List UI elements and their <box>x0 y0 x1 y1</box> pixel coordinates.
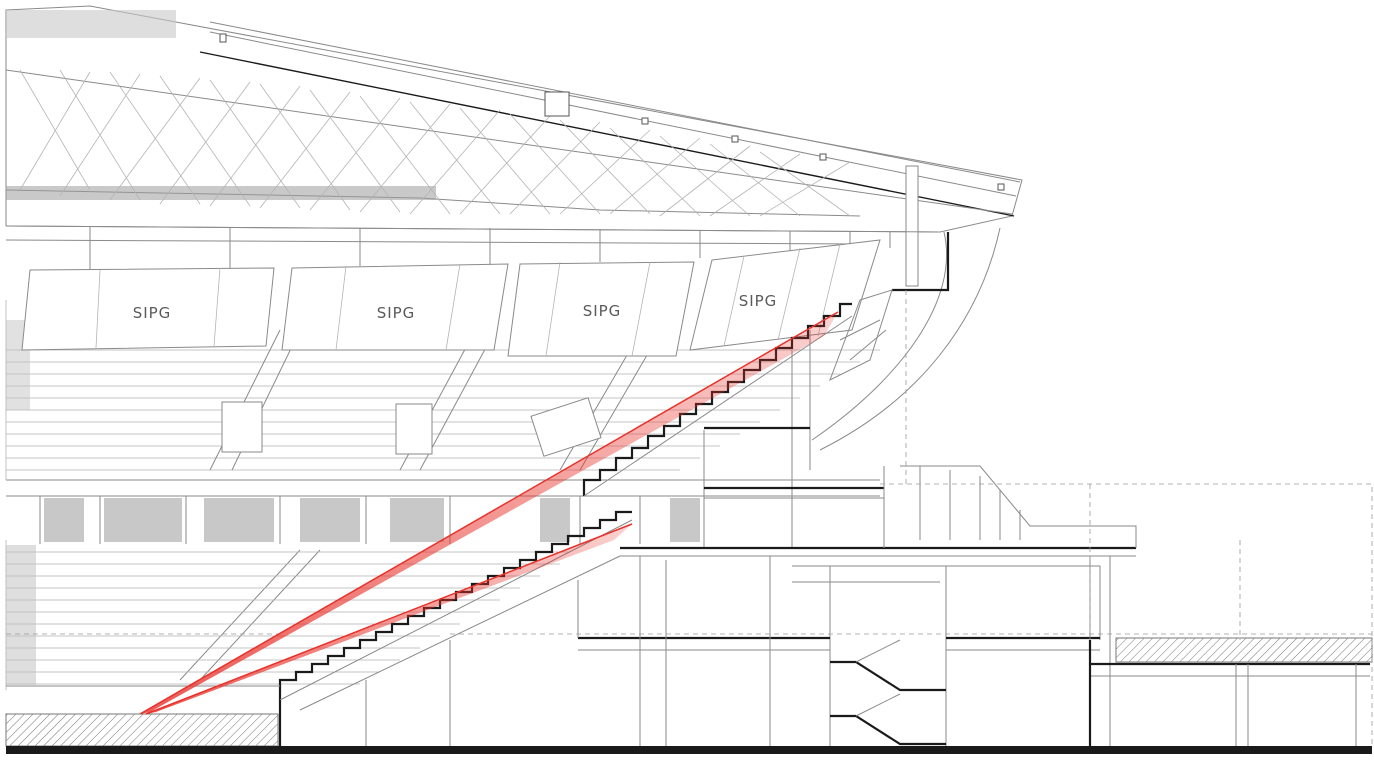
internal-stairs <box>830 639 946 746</box>
roof-girder <box>6 186 436 200</box>
concourse-levels <box>577 330 1373 746</box>
roof-structure <box>5 5 1023 287</box>
roof-bracing <box>19 69 851 217</box>
end-seating-block <box>6 545 36 685</box>
sponsor-label: SIPG <box>377 304 416 322</box>
upper-tier-sightline-edge <box>139 311 839 715</box>
roof-column <box>905 165 919 287</box>
pitch-ground-hatch <box>5 713 279 747</box>
upper-tier-background <box>5 300 880 690</box>
sponsor-panel-3: SIPG <box>507 261 695 357</box>
sponsor-label: SIPG <box>133 304 172 322</box>
sponsor-panel-1: SIPG <box>21 267 275 351</box>
sponsor-panel-4: SIPG <box>689 239 881 351</box>
sponsor-panel-2: SIPG <box>281 263 509 351</box>
sponsor-panel-row: SIPG SIPG SIPG SIPG <box>21 239 881 357</box>
vomitory-openings <box>44 498 700 542</box>
sponsor-label: SIPG <box>583 302 622 320</box>
sponsor-label: SIPG <box>739 292 778 310</box>
ground-hatch-right <box>1115 637 1373 663</box>
lower-tier-sightline-edge <box>145 523 633 715</box>
dashed-grid <box>6 290 1373 746</box>
stair-aisles <box>179 329 651 681</box>
ground-line <box>6 746 1372 754</box>
roof-fixtures <box>219 33 1005 191</box>
sightline-overlay <box>139 311 839 715</box>
roof-edge-panel <box>6 10 176 38</box>
roof-hangers <box>89 226 891 270</box>
